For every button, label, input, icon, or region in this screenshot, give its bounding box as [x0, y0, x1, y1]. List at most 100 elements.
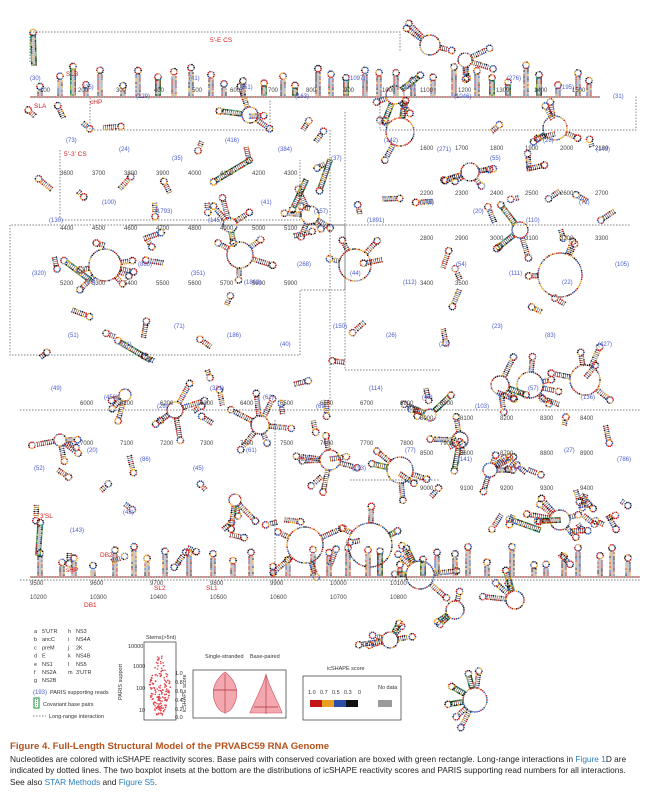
nucleotide	[530, 139, 532, 141]
nucleotide	[302, 463, 305, 465]
nucleotide	[332, 449, 334, 452]
nucleotide	[538, 397, 541, 400]
nucleotide	[245, 121, 247, 123]
nucleotide	[396, 456, 399, 459]
nucleotide	[519, 221, 521, 223]
paris-count: (351)	[191, 271, 205, 277]
nucleotide	[500, 121, 503, 124]
nucleotide	[386, 530, 389, 533]
link-figure-s5[interactable]: Figure S5	[118, 776, 155, 787]
nucleotide	[549, 375, 552, 378]
paris-count: (43)	[123, 510, 134, 516]
nucleotide	[450, 471, 453, 474]
nucleotide	[64, 562, 67, 565]
nucleotide	[410, 585, 413, 587]
nucleotide	[521, 236, 523, 239]
nucleotide	[244, 242, 247, 245]
nucleotide	[453, 394, 455, 396]
paris-point	[158, 695, 161, 698]
nucleotide	[546, 560, 548, 563]
nucleotide	[509, 606, 512, 609]
nucleotide	[535, 520, 538, 523]
nucleotide	[161, 234, 164, 237]
nucleotide	[312, 205, 315, 208]
nucleotide	[143, 256, 146, 258]
nucleotide	[292, 453, 295, 456]
nucleotide	[121, 87, 123, 90]
nucleotide	[504, 584, 507, 587]
nucleotide	[319, 128, 322, 131]
nucleotide	[390, 120, 393, 122]
position-number: 5700	[220, 281, 234, 287]
nucleotide	[358, 646, 361, 649]
nucleotide	[242, 85, 245, 88]
nucleotide	[360, 524, 362, 526]
nucleotide	[539, 500, 542, 503]
nucleotide	[342, 78, 345, 81]
nucleotide	[498, 375, 501, 377]
nucleotide	[319, 65, 322, 68]
nucleotide	[366, 254, 369, 257]
nucleotide	[476, 687, 478, 690]
nucleotide	[566, 565, 569, 567]
nucleotide	[260, 116, 262, 119]
nucleotide	[118, 417, 120, 419]
nucleotide	[319, 130, 322, 133]
nucleotide	[196, 336, 199, 339]
nucleotide	[397, 573, 399, 575]
nucleotide	[464, 433, 467, 436]
nucleotide	[530, 142, 532, 145]
paris-point	[151, 674, 154, 677]
nucleotide	[495, 244, 498, 246]
nucleotide	[385, 559, 387, 562]
nucleotide	[565, 123, 568, 125]
nucleotide	[536, 518, 538, 521]
nucleotide	[334, 551, 336, 554]
nucleotide	[499, 242, 501, 245]
nucleotide	[286, 214, 288, 216]
paris-count: (51)	[68, 333, 79, 339]
paris-count: (332)	[401, 85, 415, 91]
nucleotide	[237, 450, 239, 453]
nucleotide	[79, 454, 82, 456]
nucleotide	[539, 494, 542, 497]
nucleotide	[400, 456, 403, 458]
nucleotide	[594, 509, 597, 512]
nucleotide	[81, 83, 84, 86]
nucleotide	[224, 80, 226, 82]
nucleotide	[499, 120, 502, 123]
link-figure-1[interactable]: Figure 1	[575, 754, 606, 764]
nucleotide	[425, 558, 428, 561]
nucleotide	[381, 552, 384, 554]
nucleotide	[445, 176, 448, 179]
nucleotide	[564, 552, 566, 555]
nucleotide	[191, 69, 193, 72]
nucleotide	[215, 112, 218, 114]
nucleotide	[524, 259, 527, 261]
nucleotide	[543, 473, 545, 476]
paris-point	[160, 704, 163, 707]
nucleotide	[457, 553, 460, 555]
position-number: 5200	[60, 281, 74, 287]
nucleotide	[541, 105, 543, 107]
nucleotide	[484, 705, 487, 707]
nucleotide	[348, 331, 351, 334]
nucleotide	[508, 78, 510, 81]
nucleotide	[446, 181, 449, 184]
nucleotide	[434, 619, 436, 621]
nucleotide	[536, 473, 539, 476]
nucleotide	[77, 435, 80, 438]
nucleotide	[360, 564, 362, 566]
nucleotide	[508, 544, 511, 546]
nucleotide	[304, 119, 307, 122]
nucleotide	[343, 547, 346, 549]
nucleotide	[64, 437, 67, 439]
nucleotide	[511, 523, 514, 526]
nucleotide	[369, 508, 372, 511]
nucleotide	[547, 372, 549, 375]
nucleotide	[470, 671, 472, 673]
nucleotide	[463, 75, 466, 78]
link-star-methods[interactable]: STAR Methods	[44, 776, 101, 787]
nucleotide	[574, 539, 576, 542]
nucleotide	[319, 534, 321, 536]
